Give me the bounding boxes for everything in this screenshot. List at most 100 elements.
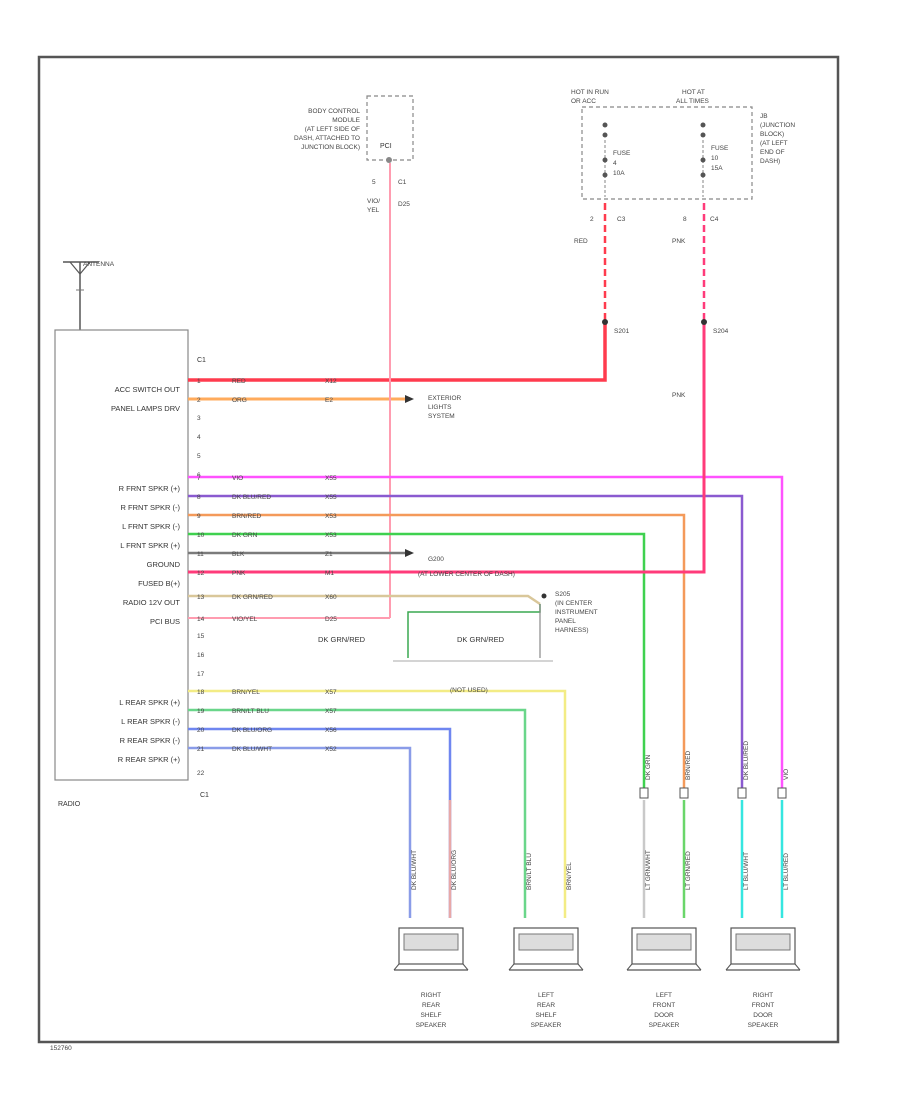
wire-color: DK BLU/WHT (232, 746, 272, 753)
wire-code: Z1 (325, 551, 333, 558)
radio-circuit: L REAR SPKR (+) (119, 698, 180, 707)
radio-label: RADIO (58, 801, 81, 808)
wire-violet (188, 475, 784, 790)
wire-pin: 14 (197, 616, 205, 623)
bcm-connector-dot (386, 157, 392, 163)
speaker-wire-label: BRN/LT BLU (526, 853, 533, 890)
wire-brn-ltblu (188, 708, 527, 918)
wire-pnk (188, 320, 706, 574)
wire-color: PNK (232, 570, 246, 577)
wire-color: DK BLU/RED (232, 494, 271, 501)
wire-pin: 11 (197, 551, 204, 558)
svg-text:4: 4 (613, 160, 617, 167)
radio-circuit: PCI BUS (150, 617, 180, 626)
radio-circuit: L REAR SPKR (-) (121, 717, 180, 726)
unused-pin-numbers: 3 4 5 6 15 16 17 22 (197, 415, 205, 777)
speaker-wire-label: BRN/YEL (566, 862, 573, 890)
svg-text:FUSE: FUSE (711, 145, 729, 152)
svg-text:HOT IN RUN: HOT IN RUN (571, 89, 609, 96)
wire-color: ORG (232, 397, 247, 404)
wire-code: E2 (325, 397, 333, 404)
junction-block-label: JB (JUNCTION BLOCK) (AT LEFT END OF DASH… (760, 113, 795, 165)
svg-text:10A: 10A (613, 170, 625, 177)
svg-text:ALL TIMES: ALL TIMES (676, 98, 710, 105)
radio-circuit-labels: ACC SWITCH OUT PANEL LAMPS DRV R FRNT SP… (111, 385, 181, 764)
splice-s205-dot (541, 593, 547, 599)
wire-code: M1 (325, 570, 334, 577)
fuse-4: FUSE 4 10A (602, 122, 631, 197)
fuse-10: FUSE 10 15A (700, 122, 729, 197)
c4-color: PNK (672, 238, 686, 245)
exterior-lights-label: EXTERIOR LIGHTS SYSTEM (428, 395, 462, 420)
radio-circuit: L FRNT SPKR (+) (120, 541, 180, 550)
radio-circuit: ACC SWITCH OUT (115, 385, 181, 394)
wire-pin: 20 (197, 727, 205, 734)
svg-text:JB: JB (760, 113, 768, 120)
svg-text:SHELF: SHELF (421, 1012, 442, 1019)
svg-text:(AT LEFT SIDE OF: (AT LEFT SIDE OF (305, 126, 360, 133)
wire-color: DK GRN/RED (232, 594, 273, 601)
wire-pin-table: 1 RED X12 2 ORG E2 7 VIO X55 8 DK BLU/RE… (197, 378, 337, 753)
svg-text:SPEAKER: SPEAKER (649, 1022, 680, 1029)
splice-s204: S204 (713, 328, 729, 335)
radio-pin-top-label: C1 (197, 357, 206, 364)
junction-block-box (581, 106, 753, 200)
radio-circuit: PANEL LAMPS DRV (111, 404, 180, 413)
pin-number: 5 (197, 453, 201, 460)
bcm-wire-color: VIO/ (367, 198, 380, 205)
junction-block-hot-run: HOT IN RUN OR ACC (571, 89, 609, 105)
wire-code: X55 (325, 475, 337, 482)
c3-color: RED (574, 238, 588, 245)
svg-text:SPEAKER: SPEAKER (748, 1022, 779, 1029)
wire-dk-grn-red-loop (407, 604, 541, 658)
wire-code: X55 (325, 494, 337, 501)
svg-text:LEFT: LEFT (538, 992, 554, 999)
speaker-wire-label: LT BLU/RED (783, 853, 790, 890)
dk-grn-red-label-1: DK GRN/RED (318, 635, 366, 644)
pin-number: 17 (197, 671, 205, 678)
svg-text:LEFT: LEFT (656, 992, 672, 999)
wire-color: BRN/LT BLU (232, 708, 269, 715)
c4-label: C4 (710, 216, 719, 223)
radio-circuit: RADIO 12V OUT (123, 598, 181, 607)
wire-pin: 12 (197, 570, 205, 577)
svg-text:10: 10 (711, 155, 719, 162)
svg-text:FUSE: FUSE (613, 150, 631, 157)
speaker-connector-rings (639, 787, 787, 799)
svg-text:RIGHT: RIGHT (421, 992, 441, 999)
radio-circuit: FUSED B(+) (138, 579, 180, 588)
svg-text:FRONT: FRONT (752, 1002, 774, 1009)
splice-s201: S201 (614, 328, 630, 335)
splice-s205: S205 (IN CENTER INSTRUMENT PANEL HARNESS… (555, 591, 598, 634)
svg-text:FRONT: FRONT (653, 1002, 675, 1009)
arrow-exterior-lights (405, 395, 414, 403)
svg-text:15A: 15A (711, 165, 723, 172)
wire-color: DK GRN (232, 532, 258, 539)
speaker-wire-label: DK BLU/WHT (411, 850, 418, 890)
wire-pin: 1 (197, 378, 201, 385)
svg-text:REAR: REAR (537, 1002, 555, 1009)
pin-number: 6 (197, 472, 201, 479)
wire-color: VIO (232, 475, 243, 482)
speaker-wire-label: DK BLU/RED (743, 741, 750, 780)
speaker-label-right-front: RIGHT FRONT DOOR SPEAKER (748, 992, 779, 1029)
speaker-left-front (626, 927, 702, 971)
svg-text:LIGHTS: LIGHTS (428, 404, 452, 411)
wire-code: X53 (325, 532, 337, 539)
wire-pin: 13 (197, 594, 205, 601)
wire-code: X60 (325, 594, 337, 601)
svg-text:INSTRUMENT: INSTRUMENT (555, 609, 598, 616)
pin-number: 3 (197, 415, 201, 422)
c4-pin: 8 (683, 216, 687, 223)
wire-code: X53 (325, 513, 337, 520)
svg-text:EXTERIOR: EXTERIOR (428, 395, 462, 402)
svg-text:OR ACC: OR ACC (571, 98, 596, 105)
svg-text:SPEAKER: SPEAKER (416, 1022, 447, 1029)
bcm-connector-label: C1 (398, 179, 407, 186)
wire-code: X52 (325, 746, 337, 753)
wire-pin: 18 (197, 689, 205, 696)
wire-code: X56 (325, 727, 337, 734)
svg-text:DOOR: DOOR (753, 1012, 773, 1019)
speaker-label-right-rear: RIGHT REAR SHELF SPEAKER (416, 992, 447, 1029)
speaker-wire-label: DK BLU/ORG (451, 850, 458, 890)
